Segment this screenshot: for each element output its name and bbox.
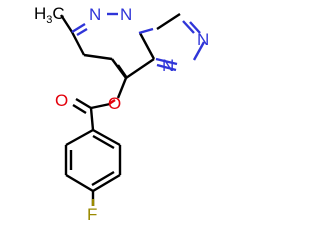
molecular-structure: H3C N N N N O O F [34,4,209,224]
nitrogen-right-lower-label: N [162,56,174,75]
bond-ch-n [182,20,195,34]
fluorine-label: F [87,205,97,224]
bond-ch-n-inner [189,21,201,34]
bond-o-carbonyl-c [90,102,111,110]
bond-o-red [108,99,116,105]
bond-c8-o [116,77,128,99]
bond-c6-n1-inner [76,27,88,37]
oxygen-bonds [108,99,116,105]
bond-co-double-a [75,97,92,110]
nitrogen-right-upper-label: N [197,30,209,49]
oxygen-carbonyl-label: O [55,91,68,110]
bond-n-c8a [155,57,178,66]
bond-c6-c5 [70,31,86,56]
bond-c8a-bridge [138,32,156,60]
nitrogen-top-label: N [89,5,101,24]
bond-ar-inner-3 [92,134,115,150]
bond-c8a-c8 [125,58,155,79]
nitrogen-bridge-label: N [120,5,132,24]
bond-n-c8a-inner [156,63,177,72]
bond-carbonyl-aryl [89,107,95,131]
bond-co-double-b [72,103,87,115]
bond-c6-n1 [71,22,86,34]
bond-ar-1 [65,128,94,147]
bond-ar-3 [65,173,94,193]
bond-methyl [59,14,74,33]
bond-ar-4 [92,173,121,193]
bond-n-n [192,41,206,61]
bond-bridge-n [138,27,154,35]
bond-ar-inner-2 [91,170,115,187]
bond-bridge-ch [156,12,181,31]
carbon-bonds [59,12,181,206]
bond-c4-c8-inner [117,64,128,79]
oxygen-ester-label: O [108,94,121,113]
bond-ar-6 [92,128,121,147]
nitrogen-bonds [71,12,206,72]
methyl-label: H3C [34,4,65,26]
bond-c5-c4 [83,53,113,61]
